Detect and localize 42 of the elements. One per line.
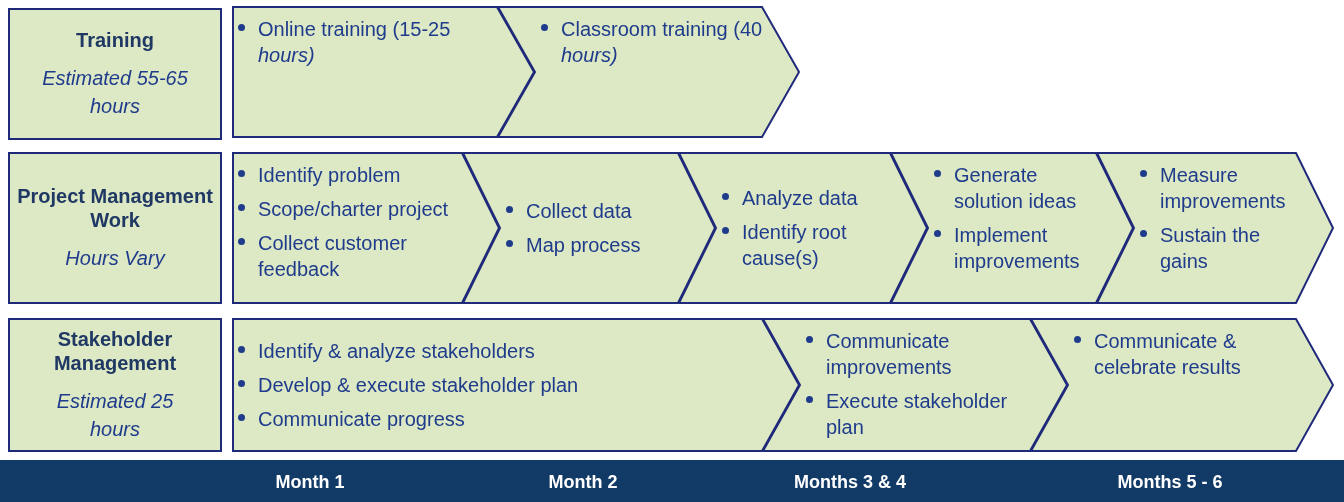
phase-step xyxy=(1030,318,1334,452)
month-label: Month 2 xyxy=(548,472,618,493)
phase-step xyxy=(678,152,928,304)
bullet-item: Sustain the gains xyxy=(1138,222,1300,274)
bullet-item: Communicate improvements xyxy=(804,328,1034,380)
row-note: Estimated 25 hours xyxy=(55,389,175,443)
bullet-item: Online training (15-25 hours) xyxy=(236,16,501,68)
bullet-item: Map process xyxy=(504,232,682,258)
phase-step xyxy=(462,152,716,304)
phase-step xyxy=(762,318,1068,452)
row-heading: Training xyxy=(76,27,154,53)
month-label: Months 3 & 4 xyxy=(794,472,906,493)
bullet-item: Communicate progress xyxy=(236,406,766,432)
bullet-item: Identify root cause(s) xyxy=(720,219,894,271)
bullet-item: Develop & execute stakeholder plan xyxy=(236,372,766,398)
phase-step xyxy=(497,6,800,138)
bullet-item: Scope/charter project xyxy=(236,196,466,222)
row-note: Estimated 55-65 hours xyxy=(41,66,189,120)
row-heading: Project Management Work xyxy=(16,183,214,233)
phase-step xyxy=(232,152,500,304)
bullet-item: Identify problem xyxy=(236,162,466,188)
bullet-item: Collect data xyxy=(504,198,682,224)
row-header-box xyxy=(8,8,222,140)
month-label: Month 1 xyxy=(275,472,345,493)
row-note: Hours Vary xyxy=(64,246,167,272)
bullet-item: Execute stakeholder plan xyxy=(804,388,1034,440)
bullet-item: Measure improvements xyxy=(1138,162,1300,214)
bullet-item: Analyze data xyxy=(720,185,894,211)
month-label: Months 5 - 6 xyxy=(1117,472,1223,493)
row-heading: Stakeholder Management xyxy=(52,326,178,376)
bullet-item: Identify & analyze stakeholders xyxy=(236,338,766,364)
bullet-item: Collect customer feedback xyxy=(236,230,466,282)
phase-step xyxy=(890,152,1134,304)
phase-step xyxy=(232,6,535,138)
bullet-item: Generate solution ideas xyxy=(932,162,1100,214)
bullet-item: Classroom training (40 hours) xyxy=(539,16,766,68)
bullet-item: Implement improvements xyxy=(932,222,1100,274)
row-header-box xyxy=(8,318,222,452)
phase-step xyxy=(232,318,800,452)
bullet-item: Communicate & celebrate results xyxy=(1072,328,1300,380)
phase-step xyxy=(1096,152,1334,304)
row-header-box xyxy=(8,152,222,304)
